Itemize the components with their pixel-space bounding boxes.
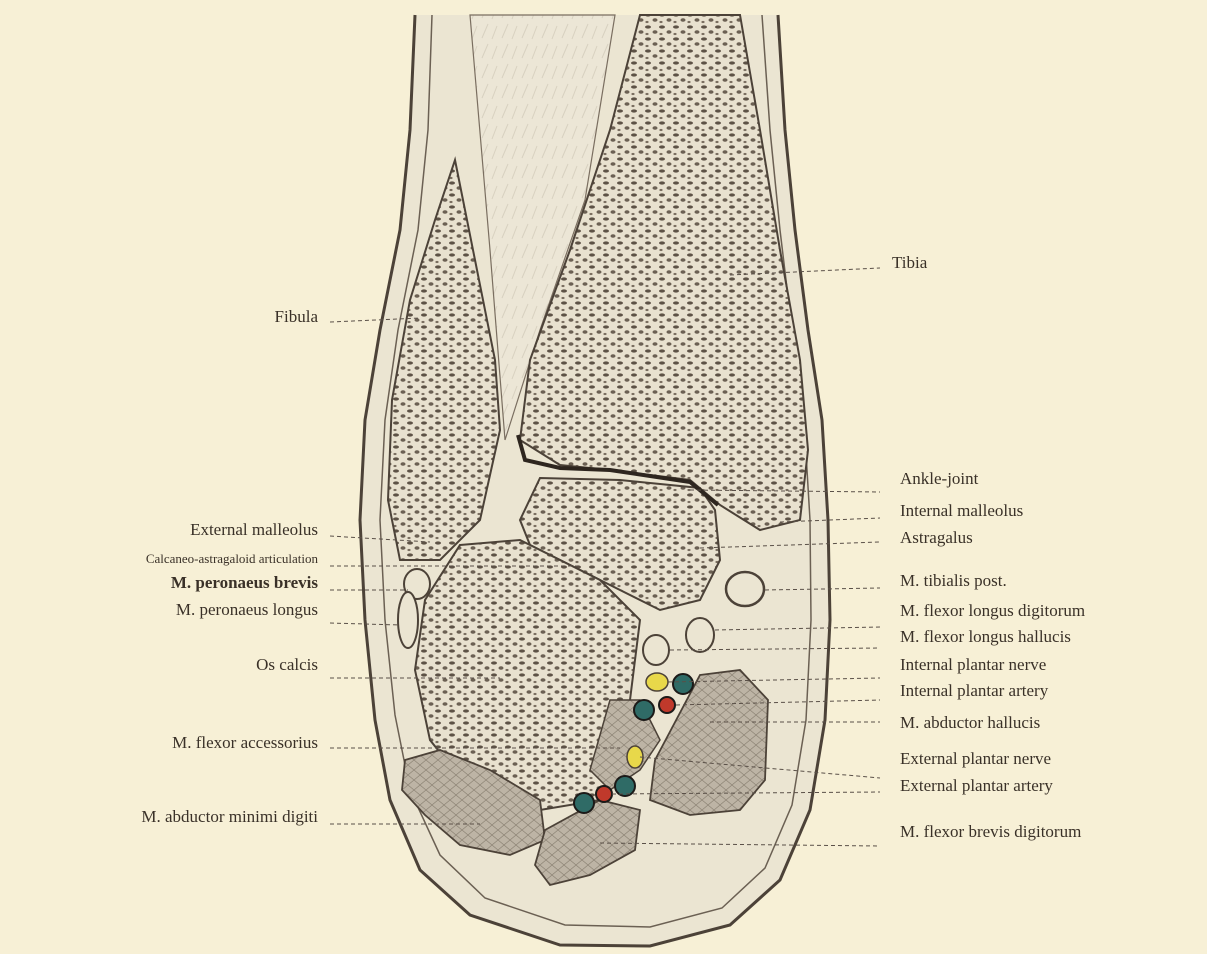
label-calcaneo-astragaloid: Calcaneo-astragaloid articulation <box>146 551 319 566</box>
label-flexor-accessorius: M. flexor accessorius <box>172 733 318 752</box>
internal-plantar-nerve-mark <box>646 673 668 691</box>
label-external-plantar-nerve: External plantar nerve <box>900 749 1051 768</box>
label-external-plantar-artery: External plantar artery <box>900 776 1053 795</box>
tibialis-post-tendon <box>726 572 764 606</box>
external-plantar-artery-mark <box>596 786 612 802</box>
label-os-calcis: Os calcis <box>256 655 318 674</box>
label-tibialis-post: M. tibialis post. <box>900 571 1007 590</box>
internal-plantar-vein-b <box>634 700 654 720</box>
label-peronaeus-longus: M. peronaeus longus <box>176 600 318 619</box>
label-fibula: Fibula <box>275 307 319 326</box>
flexor-longus-hallucis-tendon <box>643 635 669 665</box>
label-abductor-minimi-digiti: M. abductor minimi digiti <box>141 807 318 826</box>
label-astragalus: Astragalus <box>900 528 973 547</box>
label-tibia: Tibia <box>892 253 928 272</box>
label-flexor-longus-digitorum: M. flexor longus digitorum <box>900 601 1085 620</box>
label-external-malleolus: External malleolus <box>190 520 318 539</box>
label-flexor-brevis-digitorum: M. flexor brevis digitorum <box>900 822 1081 841</box>
label-peronaeus-brevis: M. peronaeus brevis <box>171 573 319 592</box>
label-internal-plantar-artery: Internal plantar artery <box>900 681 1049 700</box>
label-abductor-hallucis: M. abductor hallucis <box>900 713 1040 732</box>
peronaeus-longus-tendon <box>398 592 418 648</box>
external-plantar-vein-b <box>574 793 594 813</box>
flexor-longus-digitorum-tendon <box>686 618 714 652</box>
internal-plantar-vein-a <box>673 674 693 694</box>
label-internal-plantar-nerve: Internal plantar nerve <box>900 655 1046 674</box>
external-plantar-vein-a <box>615 776 635 796</box>
label-flexor-longus-hallucis: M. flexor longus hallucis <box>900 627 1071 646</box>
internal-plantar-artery-mark <box>659 697 675 713</box>
label-ankle-joint: Ankle-joint <box>900 469 979 488</box>
label-internal-malleolus: Internal malleolus <box>900 501 1023 520</box>
